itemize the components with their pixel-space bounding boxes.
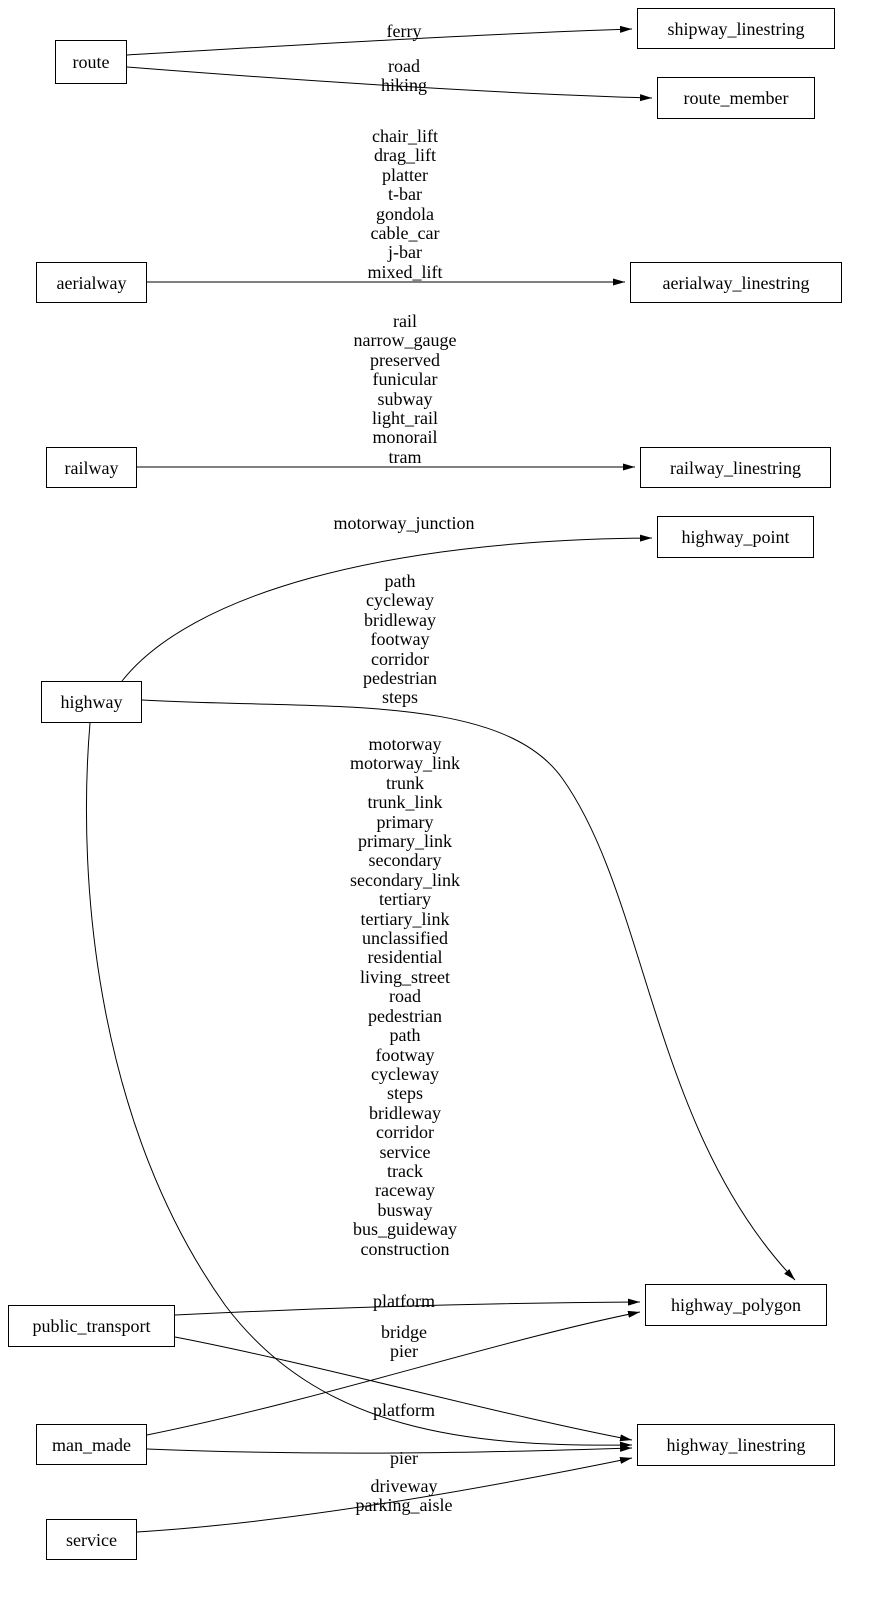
- node-public_transport: public_transport: [8, 1305, 175, 1347]
- node-highway_polygon: highway_polygon: [645, 1284, 827, 1326]
- node-man_made: man_made: [36, 1424, 147, 1465]
- edge-man_made-highway_linestring: [146, 1444, 633, 1454]
- node-highway: highway: [41, 681, 142, 723]
- edge-highway-highway_point: [121, 534, 653, 682]
- node-railway_linestring: railway_linestring: [640, 447, 831, 488]
- edge-label-route-shipway_linestring: ferry: [386, 21, 422, 41]
- node-aerialway-label: aerialway: [56, 272, 127, 293]
- node-route: route: [55, 40, 127, 84]
- edge-public_transport-highway_linestring: [174, 1336, 633, 1442]
- node-route_member: route_member: [657, 77, 815, 119]
- edge-label-route-route_member: road hiking: [380, 56, 428, 96]
- edge-label-aerialway-aerialway_linestring: chair_lift drag_lift platter t-bar gondo…: [367, 126, 443, 282]
- node-route-label: route: [72, 52, 110, 72]
- edge-label-man_made-highway_polygon: bridge pier: [381, 1322, 427, 1362]
- node-highway_point: highway_point: [657, 516, 814, 558]
- node-aerialway_linestring: aerialway_linestring: [630, 262, 842, 303]
- node-man_made-label: man_made: [52, 1434, 131, 1455]
- edge-public_transport-highway_polygon: [174, 1298, 641, 1316]
- edge-label-railway-railway_linestring: rail narrow_gauge preserved funicular su…: [353, 311, 457, 467]
- node-highway_polygon-label: highway_polygon: [671, 1295, 801, 1315]
- edge-service-highway_linestring: [136, 1456, 633, 1533]
- edge-highway-highway_linestring: [85, 722, 633, 1449]
- edge-label-highway-highway_polygon: path cycleway bridleway footway corridor…: [363, 571, 437, 708]
- edge-route-route_member: [126, 66, 653, 102]
- node-route_member-label: route_member: [683, 88, 789, 108]
- node-highway_point-label: highway_point: [681, 527, 790, 547]
- node-public_transport-label: public_transport: [32, 1316, 151, 1336]
- edge-label-public_transport-highway_polygon: platform: [373, 1291, 435, 1311]
- edge-label-public_transport-highway_linestring: platform: [373, 1400, 435, 1420]
- node-shipway_linestring-label: shipway_linestring: [667, 18, 805, 39]
- node-service-label: service: [66, 1529, 117, 1550]
- edge-label-man_made-highway_linestring: pier: [390, 1448, 418, 1468]
- node-highway_linestring-label: highway_linestring: [666, 1435, 806, 1455]
- edge-label-service-highway_linestring: driveway parking_aisle: [355, 1476, 453, 1516]
- node-highway-label: highway: [60, 692, 123, 712]
- node-railway_linestring-label: railway_linestring: [670, 457, 801, 478]
- edge-label-highway-highway_point: motorway_junction: [333, 513, 475, 533]
- edge-label-highway-highway_linestring: motorway motorway_link trunk trunk_link …: [350, 734, 460, 1259]
- edge-man_made-highway_polygon: [146, 1310, 641, 1436]
- edge-highway-highway_polygon: [141, 699, 796, 1281]
- node-aerialway: aerialway: [36, 262, 147, 303]
- node-shipway_linestring: shipway_linestring: [637, 8, 835, 49]
- edge-route-shipway_linestring: [126, 25, 633, 56]
- node-aerialway_linestring-label: aerialway_linestring: [662, 272, 810, 293]
- node-railway: railway: [46, 447, 137, 488]
- node-service: service: [46, 1519, 137, 1560]
- node-railway-label: railway: [64, 457, 119, 478]
- node-highway_linestring: highway_linestring: [637, 1424, 835, 1466]
